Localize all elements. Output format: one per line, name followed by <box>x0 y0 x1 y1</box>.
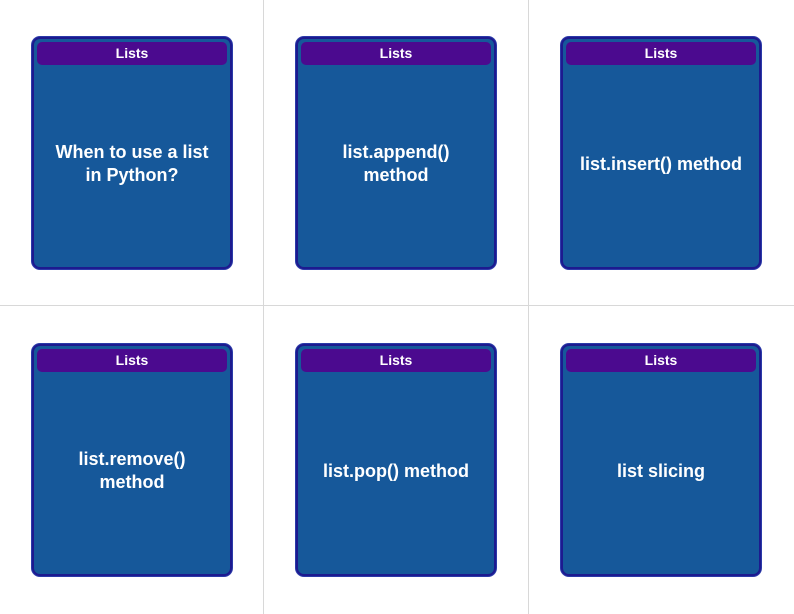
card-prompt: list.pop() method <box>304 374 488 568</box>
card-prompt-text: list slicing <box>616 460 706 481</box>
card-prompt-text: list.remove() method <box>78 449 186 492</box>
flashcard: Lists list.insert() method <box>561 37 761 269</box>
card-cell: Lists list.append() method <box>264 0 529 306</box>
card-prompt-text: When to use a list in Python? <box>55 142 209 185</box>
flashcard: Lists list slicing <box>561 344 761 576</box>
card-header: Lists <box>301 42 491 65</box>
card-cell: Lists list.insert() method <box>529 0 794 306</box>
card-header: Lists <box>301 349 491 372</box>
card-header: Lists <box>566 42 756 65</box>
card-prompt: When to use a list in Python? <box>40 67 224 261</box>
card-header: Lists <box>566 349 756 372</box>
card-prompt-text: list.append() method <box>342 142 450 185</box>
card-prompt: list slicing <box>569 374 753 568</box>
flashcard: Lists When to use a list in Python? <box>32 37 232 269</box>
card-cell: Lists When to use a list in Python? <box>0 0 264 306</box>
card-cell: Lists list slicing <box>529 306 794 614</box>
card-cell: Lists list.remove() method <box>0 306 264 614</box>
flashcard: Lists list.pop() method <box>296 344 496 576</box>
card-prompt: list.insert() method <box>569 67 753 261</box>
card-prompt-text: list.pop() method <box>323 460 469 481</box>
card-cell: Lists list.pop() method <box>264 306 529 614</box>
card-prompt-text: list.insert() method <box>579 153 742 174</box>
card-prompt: list.remove() method <box>40 374 224 568</box>
card-header: Lists <box>37 42 227 65</box>
card-header: Lists <box>37 349 227 372</box>
flashcard: Lists list.remove() method <box>32 344 232 576</box>
card-prompt: list.append() method <box>304 67 488 261</box>
flashcard: Lists list.append() method <box>296 37 496 269</box>
